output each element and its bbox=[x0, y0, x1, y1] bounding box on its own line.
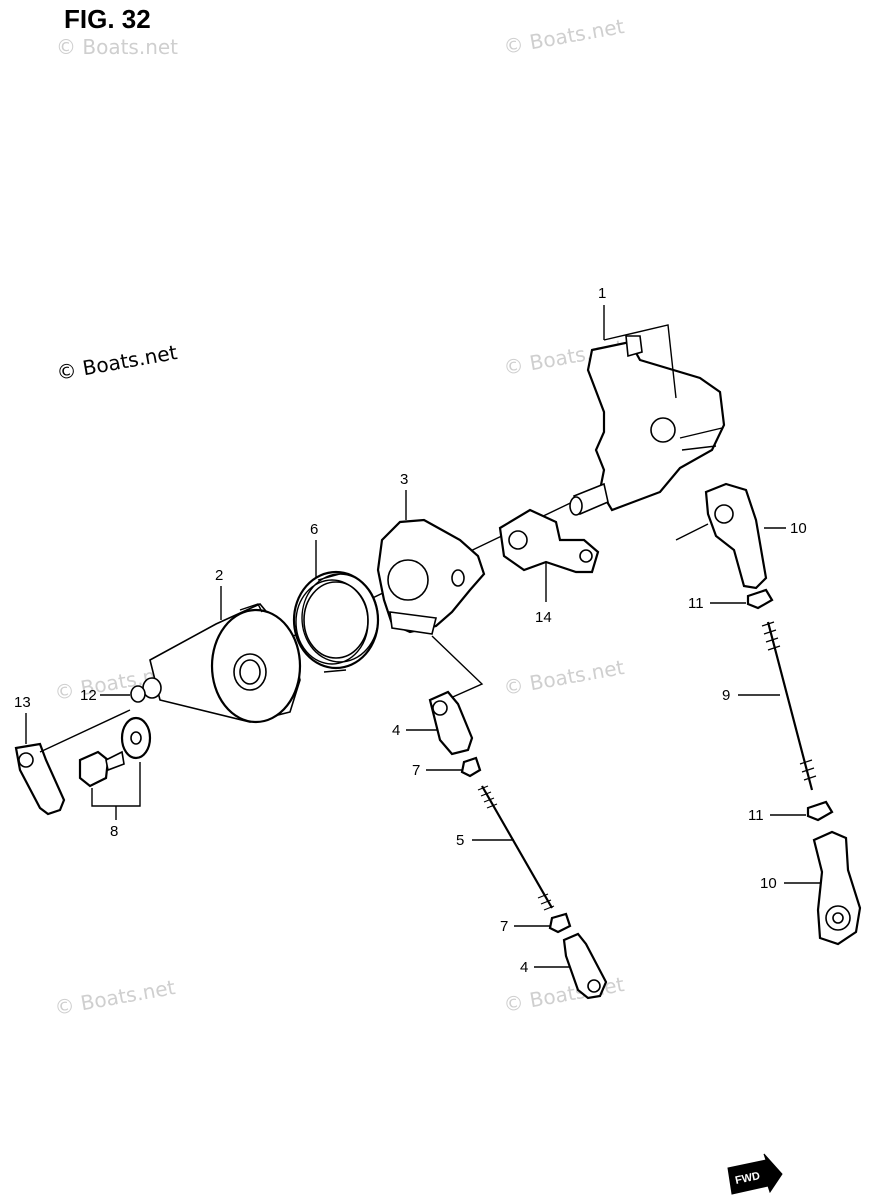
part-3-cam-plate bbox=[376, 518, 486, 635]
callout-12-group: 12 bbox=[80, 687, 130, 704]
part-11-upper-nut bbox=[746, 588, 774, 610]
callout-6: 6 bbox=[310, 521, 318, 538]
callout-9: 9 bbox=[722, 687, 730, 704]
callout-8: 8 bbox=[110, 823, 118, 840]
callout-9-group: 9 bbox=[722, 687, 780, 704]
callout-11a-group: 11 bbox=[688, 595, 746, 612]
callout-1-group: 1 bbox=[598, 285, 677, 399]
figure-title: FIG. 32 bbox=[64, 4, 151, 34]
callout-10-upper: 10 bbox=[790, 520, 807, 537]
watermark-top-right: © Boats.net bbox=[502, 14, 626, 59]
part-5-threaded-rod bbox=[477, 785, 555, 911]
callout-11-upper: 11 bbox=[688, 595, 704, 612]
part-13-rod-end bbox=[14, 709, 131, 816]
callout-14: 14 bbox=[535, 609, 552, 626]
callout-7b-group: 7 bbox=[500, 918, 550, 935]
part-7-lower-nut bbox=[548, 912, 572, 934]
callout-4b-group: 4 bbox=[520, 959, 570, 976]
callout-7a-group: 7 bbox=[412, 762, 462, 779]
part-11-lower-nut bbox=[806, 800, 834, 822]
watermark-lower-right: © Boats.net bbox=[502, 655, 626, 700]
callout-8-group: 8 bbox=[91, 762, 141, 840]
part-4-upper-rod-end bbox=[428, 690, 474, 756]
callout-2-group: 2 bbox=[215, 567, 223, 620]
part-6-spring bbox=[292, 570, 380, 673]
callout-5: 5 bbox=[456, 832, 464, 849]
callout-10-lower: 10 bbox=[760, 875, 777, 892]
part-7-upper-nut bbox=[460, 756, 482, 778]
part-9-threaded-rod bbox=[761, 621, 817, 791]
part-2-drum bbox=[149, 603, 302, 724]
callout-3: 3 bbox=[400, 471, 408, 488]
callout-11b-group: 11 bbox=[748, 807, 806, 824]
fwd-label: FWD bbox=[734, 1170, 761, 1187]
callout-11-lower: 11 bbox=[748, 807, 764, 824]
callout-6-group: 6 bbox=[310, 521, 318, 578]
callout-7-upper: 7 bbox=[412, 762, 420, 779]
watermark-bottom-right: © Boats.net bbox=[502, 972, 626, 1017]
callout-4a-group: 4 bbox=[392, 722, 438, 739]
callout-12: 12 bbox=[80, 687, 97, 704]
part-8-bolt-washer bbox=[78, 716, 152, 788]
callout-1: 1 bbox=[598, 285, 606, 302]
callout-10a-group: 10 bbox=[764, 520, 807, 537]
watermark-bottom-left: © Boats.net bbox=[53, 975, 177, 1020]
callout-2: 2 bbox=[215, 567, 223, 584]
callout-14-group: 14 bbox=[535, 562, 552, 626]
callout-4-upper: 4 bbox=[392, 722, 400, 739]
callout-7-lower: 7 bbox=[500, 918, 508, 935]
part-14-link-bracket bbox=[498, 508, 600, 574]
part-1-lever-bracket bbox=[569, 335, 726, 516]
callout-3-group: 3 bbox=[400, 471, 484, 701]
callout-4-lower: 4 bbox=[520, 959, 528, 976]
callout-13: 13 bbox=[14, 694, 31, 711]
watermark-middle-left: © Boats.net bbox=[55, 340, 179, 385]
callout-5-group: 5 bbox=[456, 832, 514, 849]
part-10-lower-rod-end bbox=[812, 830, 862, 946]
part-12-pin bbox=[130, 677, 162, 703]
callout-13-group: 13 bbox=[14, 694, 31, 744]
fwd-direction-badge: FWD bbox=[727, 1153, 783, 1195]
callout-10b-group: 10 bbox=[760, 875, 820, 892]
watermark-top-left: © Boats.net bbox=[56, 35, 178, 59]
part-10-upper-rod-end bbox=[675, 482, 768, 590]
